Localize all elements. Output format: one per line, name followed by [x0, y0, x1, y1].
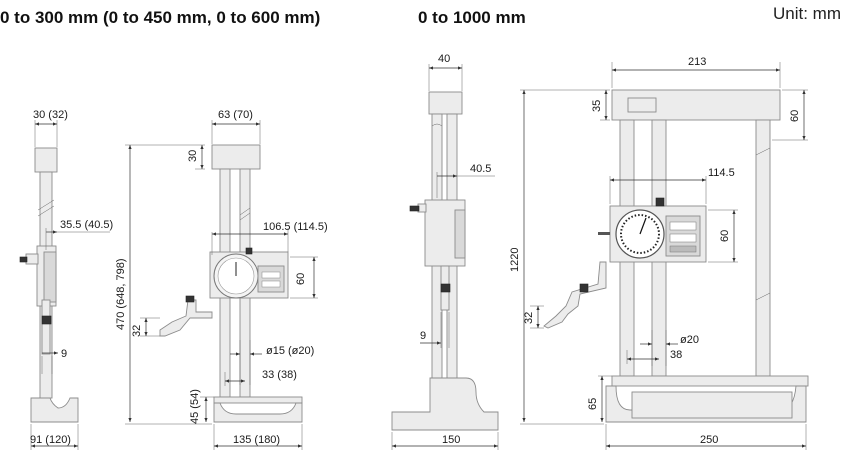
scriber-arm: [543, 261, 607, 329]
clamp-knob: [655, 197, 665, 207]
small-gauge-front-view: [125, 120, 318, 450]
unit-label: Unit: mm: [773, 4, 841, 23]
top-block: [34, 147, 58, 173]
base: [391, 377, 499, 431]
dim-large-front-60: 60: [719, 230, 731, 242]
dim-small-front-60: 60: [295, 273, 307, 285]
top-label-plate: [627, 97, 657, 113]
dim-large-front-pitch: 38: [670, 349, 682, 361]
side-knob: [598, 232, 610, 235]
large-gauge-front-view: [520, 62, 809, 450]
scriber: [159, 299, 213, 337]
dial-housing-side: [43, 251, 57, 303]
dim-small-front-30: 30: [187, 150, 199, 162]
dim-small-front-height: 470 (648, 798): [115, 258, 127, 330]
dim-small-front-col: ø15 (ø20): [266, 345, 314, 357]
heading-small-range: 0 to 300 mm (0 to 450 mm, 0 to 600 mm): [0, 8, 321, 27]
dim-small-front-32: 32: [131, 325, 143, 337]
dim-small-front-top: 63 (70): [218, 109, 253, 121]
feed-knob: [25, 253, 39, 265]
dim-large-front-35: 35: [591, 100, 603, 112]
small-gauge-side-view: [19, 120, 110, 450]
dim-large-side-top: 40: [438, 53, 450, 65]
clamp-knob: [245, 247, 253, 255]
dim-small-side-width: 30 (32): [33, 109, 68, 121]
dim-large-front-reach: 114.5: [708, 167, 735, 179]
large-gauge-side-view: [391, 64, 499, 450]
heading-large-range: 0 to 1000 mm: [418, 8, 526, 27]
scriber-clamp: [579, 283, 589, 293]
dim-large-front-height: 1220: [509, 248, 521, 272]
dial-housing-side: [454, 209, 466, 259]
dim-small-front-base-w: 135 (180): [233, 434, 280, 446]
dim-large-front-base: 250: [700, 434, 718, 446]
clamp-screw: [41, 315, 52, 325]
top-beam: [211, 144, 261, 170]
dim-small-side-9: 9: [61, 348, 67, 360]
dim-small-side-base: 91 (120): [30, 434, 71, 446]
dim-large-front-col: ø20: [680, 334, 699, 346]
column-support: [755, 119, 771, 377]
dim-large-side-9: 9: [420, 330, 426, 342]
dim-small-front-pitch: 33 (38): [262, 369, 297, 381]
scriber-clamp: [185, 295, 195, 303]
dim-small-front-base-h: 45 (54): [189, 389, 201, 424]
base-top: [611, 375, 809, 387]
base: [213, 402, 303, 423]
dim-large-front-top: 213: [688, 56, 706, 68]
knob-tip: [409, 205, 420, 212]
top-block: [428, 91, 463, 115]
dim-small-front-reach: 106.5 (114.5): [263, 221, 328, 233]
base: [30, 397, 79, 423]
clamp-screw: [440, 283, 451, 293]
base-recess: [631, 391, 793, 419]
counter-window: [257, 265, 285, 293]
scriber-holder: [41, 299, 51, 355]
dim-large-side-offset: 40.5: [470, 163, 491, 175]
knob-tip: [19, 256, 28, 263]
base-top: [213, 396, 303, 404]
dim-small-side-offset: 35.5 (40.5): [60, 219, 113, 231]
dim-large-side-base: 150: [442, 434, 460, 446]
dim-large-front-60-top: 60: [789, 110, 801, 122]
dim-large-front-65: 65: [587, 398, 599, 410]
dim-large-front-32: 32: [523, 312, 535, 324]
